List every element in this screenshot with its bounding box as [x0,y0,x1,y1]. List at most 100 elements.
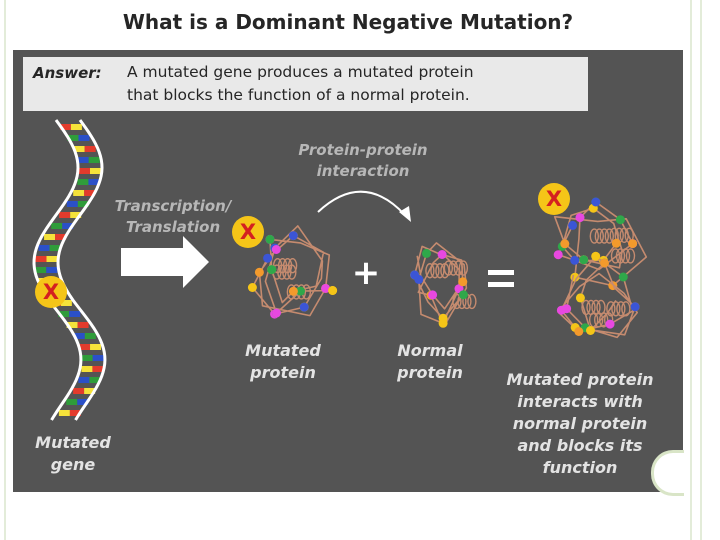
mutation-marker-protein: X [232,216,264,248]
protein-coil [611,301,621,317]
protein-coil [448,260,459,276]
amino-acid-bead [574,327,584,336]
dna-base [66,322,78,328]
dna-base [60,300,72,306]
protein-coil [589,228,600,244]
amino-acid-bead [265,234,275,244]
amino-acid-bead [560,239,570,249]
title-bar: What is a Dominant Negative Mutation? [13,0,683,50]
amino-acid-bead [328,286,338,295]
protein-coil [606,301,616,317]
amino-acid-bead [586,326,595,335]
amino-acid-bead [570,255,580,265]
answer-box: Answer: A mutated gene produces a mutate… [23,57,588,111]
dna-base [84,333,96,339]
dna-backbone [32,119,83,421]
label-mutated-gene: Mutated gene [35,433,111,474]
amino-acid-bead [630,302,640,312]
dna-base [66,399,78,405]
amino-acid-bead [296,286,305,296]
protein-coil [435,263,445,279]
protein-coil [625,248,636,264]
protein-coil [430,263,440,279]
amino-acid-bead [321,283,331,293]
dna-base [69,311,81,317]
dna-base [59,212,71,218]
dna-base [58,410,70,416]
amino-acid-bead [591,251,601,261]
svg-text:X: X [43,280,59,304]
dna-base [73,146,85,152]
dna-base [90,344,102,350]
protein-coil [467,293,477,310]
dna-base [62,223,74,229]
protein-coil [458,260,469,276]
amino-acid-bead [458,290,468,300]
complex-protein-bottom [556,251,640,339]
dna-base [35,267,47,273]
protein-chain [251,225,333,317]
dna-base [89,168,101,174]
dna-base [69,410,81,416]
protein-coil [588,312,599,328]
amino-acid-bead [615,215,625,225]
protein-chain [557,255,638,339]
decorative-circle [651,450,684,496]
protein-coil [287,257,298,274]
dna-base [77,322,89,328]
protein-coil [598,312,609,328]
right-border-line-outer [700,0,702,540]
dna-strand [32,119,107,421]
amino-acid-bead [575,293,585,303]
dna-base [66,201,78,207]
dna-base [84,190,96,196]
amino-acid-bead [611,238,621,248]
protein-coil [620,248,631,264]
dna-base [81,366,93,372]
dna-base [88,157,100,163]
dna-base [77,157,89,163]
dna-base [73,333,85,339]
dna-base [55,234,67,240]
svg-text:X: X [240,220,256,244]
dna-base [38,245,50,251]
answer-label: Answer: [33,64,102,82]
amino-acid-bead [605,319,615,329]
amino-acid-bead [618,272,628,282]
amino-acid-bead [422,248,431,258]
svg-text:X: X [546,187,562,211]
amino-acid-bead [553,250,563,260]
amino-acid-bead [437,250,447,259]
mutation-marker-complex: X [538,183,570,215]
diagram-image: What is a Dominant Negative Mutation? An… [13,0,683,492]
protein-coil [443,260,454,276]
dna-base [77,399,89,405]
protein-coil [599,228,610,244]
equals-sign-top [488,270,514,275]
equals-sign-bottom [488,282,514,287]
protein-coil [452,293,462,310]
right-border-line [690,0,692,540]
amino-acid-bead [428,290,438,300]
dna-base [73,190,85,196]
label-transcription: Transcription/ Translation [114,197,232,236]
interaction-arrow [317,190,406,216]
amino-acid-bead [299,302,309,312]
label-mutated-protein: Mutated protein [245,341,321,382]
amino-acid-bead [556,305,566,315]
dna-backbone [56,119,107,421]
amino-acid-bead [288,231,298,241]
dna-base [78,168,90,174]
protein-coil [453,260,464,276]
amino-acid-bead [579,255,589,265]
normal-protein [410,242,477,328]
dna-base [73,388,85,394]
protein-coil [581,299,591,316]
dna-base [58,311,70,317]
amino-acid-bead [458,277,468,287]
dna-base [46,267,58,273]
amino-acid-bead [591,197,601,207]
label-normal-protein: Normal protein [397,341,463,382]
mutated-protein [247,225,338,319]
complex-protein-top [553,197,648,291]
